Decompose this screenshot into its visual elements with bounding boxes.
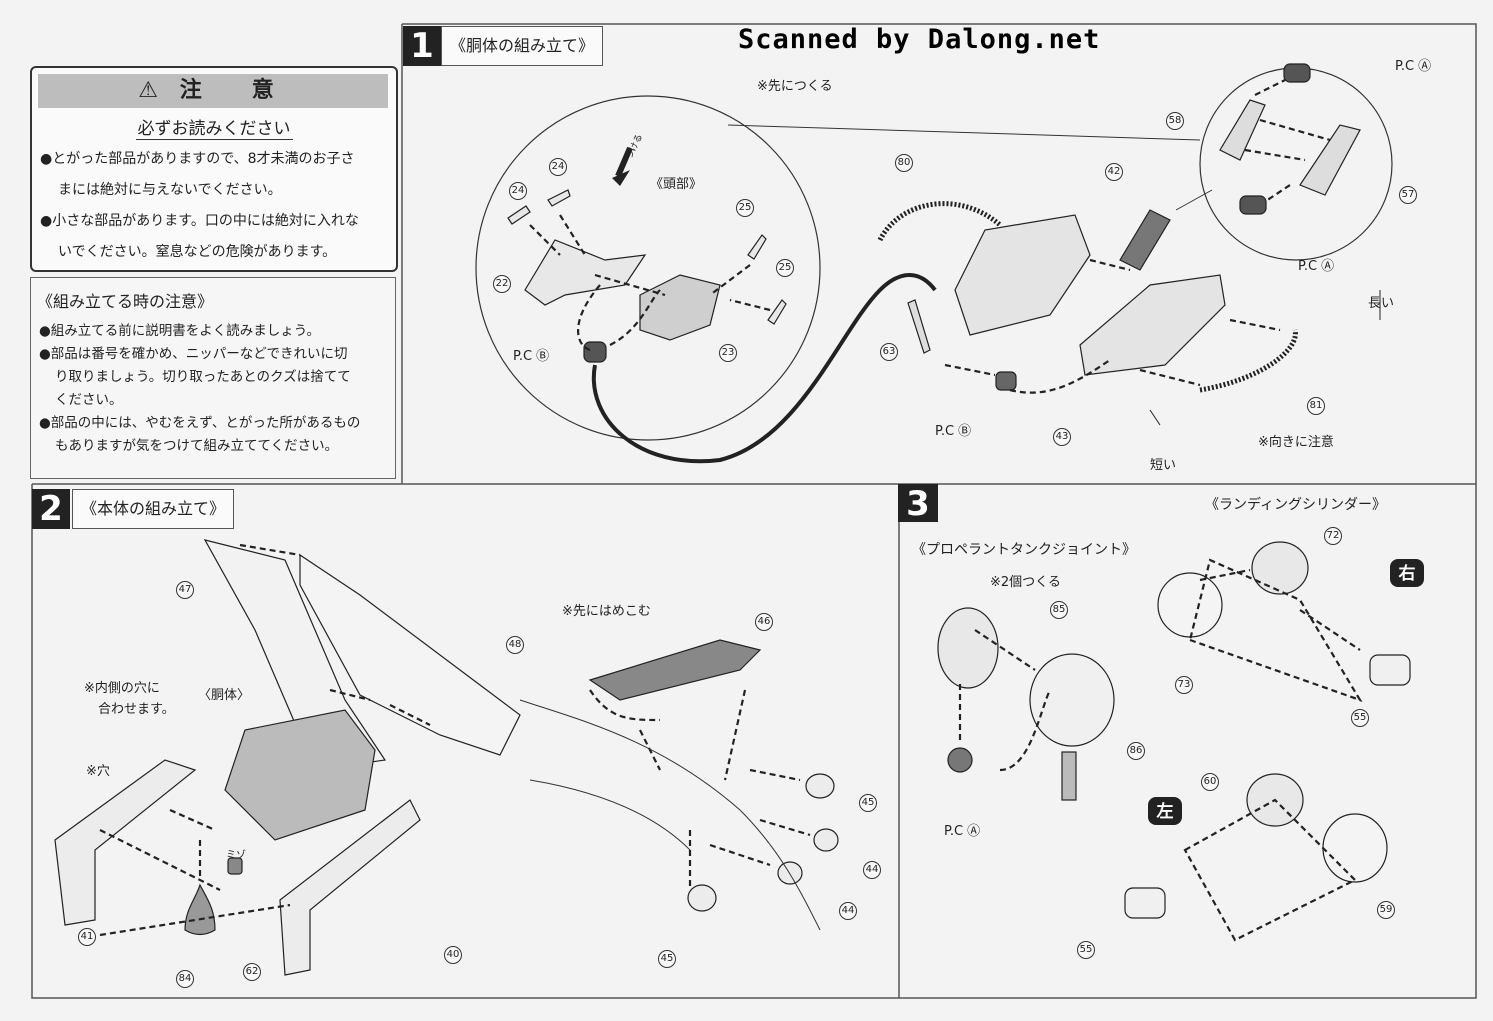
- notes-line-3: り取りましょう。切り取ったあとのクズは捨てて: [55, 369, 351, 385]
- warning-icon: ⚠: [138, 78, 159, 103]
- part-number: 85: [1050, 601, 1068, 619]
- step1-orientation-note: ※向きに注意: [1258, 435, 1334, 450]
- step2-number: 2: [32, 489, 70, 529]
- part-number: 63: [880, 343, 898, 361]
- step1-short-label: 短い: [1150, 458, 1177, 473]
- part-number: 58: [1166, 112, 1184, 130]
- part-number: 48: [506, 636, 524, 654]
- step3-landing-title: 《ランディングシリンダー》: [1205, 497, 1387, 513]
- part-number: 25: [776, 259, 794, 277]
- part-number: 86: [1127, 742, 1145, 760]
- step1-title: 《胴体の組み立て》: [441, 26, 604, 66]
- notes-line-5: ●部品の中には、やむをえず、とがった所があるもの: [39, 415, 361, 431]
- notes-line-2: ●部品は番号を確かめ、ニッパーなどできれいに切: [39, 346, 348, 362]
- caution-title: 注 意: [179, 78, 288, 103]
- step1-number: 1: [403, 26, 441, 66]
- part-number: 57: [1399, 186, 1417, 204]
- step3-pc-a-label: P.C Ⓐ: [944, 824, 981, 839]
- step3-make-two-note: ※2個つくる: [990, 575, 1061, 590]
- caution-line-1: ●とがった部品がありますので、8才未満のお子さ: [40, 151, 355, 167]
- part-number: 45: [859, 794, 877, 812]
- part-number: 47: [176, 581, 194, 599]
- part-number: 24: [509, 182, 527, 200]
- part-number: 43: [1053, 428, 1071, 446]
- left-badge: 左: [1148, 797, 1182, 825]
- step1-pc-a-bottom: P.C Ⓐ: [1298, 259, 1335, 274]
- step2-title: 《本体の組み立て》: [72, 489, 235, 529]
- part-number: 55: [1077, 941, 1095, 959]
- part-number: 23: [719, 344, 737, 362]
- part-number: 60: [1201, 773, 1219, 791]
- part-number: 25: [736, 199, 754, 217]
- caution-subtitle: 必ずお読みください: [135, 119, 293, 140]
- part-number: 62: [243, 963, 261, 981]
- assembly-notes: 《組み立てる時の注意》 ●組み立てる前に説明書をよく読みましょう。 ●部品は番号…: [30, 277, 396, 479]
- right-badge: 右: [1390, 559, 1424, 587]
- step2-insert-first-note: ※先にはめこむ: [562, 604, 651, 619]
- part-number: 22: [493, 275, 511, 293]
- step2-body-label: 〈胴体〉: [198, 688, 251, 703]
- notes-title: 《組み立てる時の注意》: [37, 292, 214, 311]
- caution-header: ⚠ 注 意: [38, 74, 388, 108]
- part-number: 73: [1175, 676, 1193, 694]
- part-number: 44: [863, 861, 881, 879]
- step1-pc-b-right: P.C Ⓑ: [935, 424, 972, 439]
- step1-head-label: 《頭部》: [650, 177, 703, 192]
- part-number: 59: [1377, 901, 1395, 919]
- part-number: 42: [1105, 163, 1123, 181]
- caution-line-3: ●小さな部品があります。口の中には絶対に入れな: [40, 213, 359, 229]
- step1-long-label: 長い: [1368, 296, 1395, 311]
- caution-box: ⚠ 注 意 必ずお読みください ●とがった部品がありますので、8才未満のお子さ …: [30, 66, 398, 272]
- part-number: 72: [1324, 527, 1342, 545]
- watermark-text: Scanned by Dalong.net: [738, 24, 1101, 55]
- part-number: 24: [549, 158, 567, 176]
- notes-line-6: もありますが気をつけて組み立ててください。: [55, 438, 339, 454]
- step1-pc-b-left: P.C Ⓑ: [513, 349, 550, 364]
- part-number: 40: [444, 946, 462, 964]
- step2-hole-note: ※穴: [86, 764, 110, 779]
- part-number: 84: [176, 970, 194, 988]
- step3-tank-title: 《プロペラントタンクジョイント》: [912, 542, 1136, 558]
- part-number: 80: [895, 154, 913, 172]
- part-number: 81: [1307, 397, 1325, 415]
- step3-number: 3: [898, 484, 938, 524]
- caution-line-2: まには絶対に与えないでください。: [58, 182, 282, 198]
- step1-pc-a-top: P.C Ⓐ: [1395, 59, 1432, 74]
- step2-groove-label: ミゾ: [226, 850, 246, 861]
- part-number: 44: [839, 902, 857, 920]
- caution-line-4: いでください。窒息などの危険があります。: [58, 244, 337, 260]
- part-number: 41: [78, 928, 96, 946]
- notes-line-4: ください。: [55, 392, 123, 408]
- step1-note-first: ※先につくる: [757, 79, 833, 94]
- step2-align-note: 合わせます。: [98, 702, 175, 717]
- part-number: 55: [1351, 709, 1369, 727]
- step2-inner-hole-note: ※内側の穴に: [84, 681, 160, 696]
- part-number: 46: [755, 613, 773, 631]
- notes-line-1: ●組み立てる前に説明書をよく読みましょう。: [39, 323, 320, 339]
- part-number: 45: [658, 950, 676, 968]
